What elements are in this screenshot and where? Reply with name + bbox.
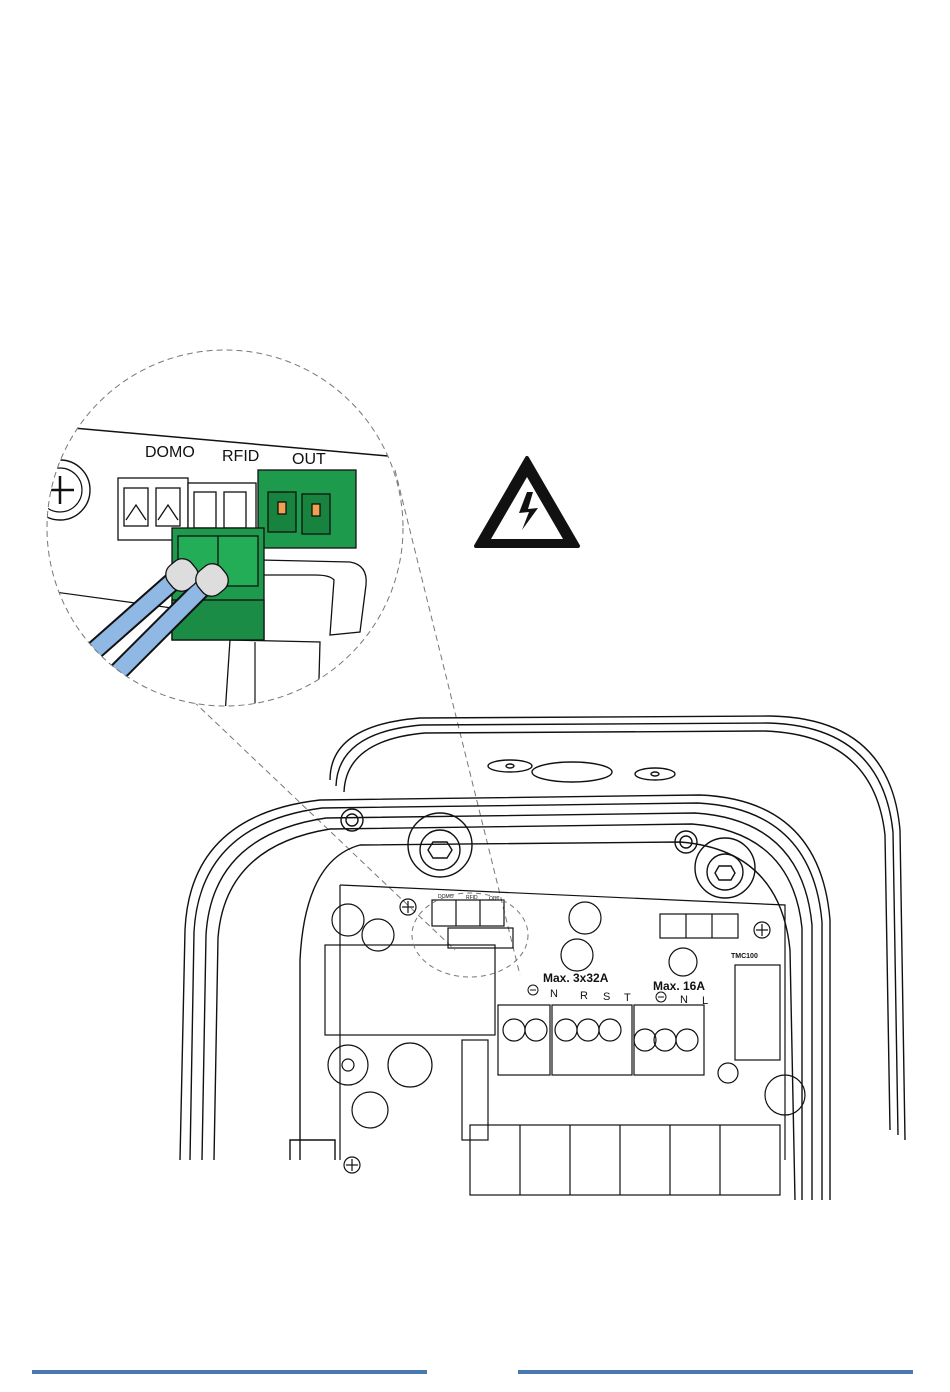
- tmc-label: TMC100: [731, 953, 758, 960]
- ground-symbol-icon: [528, 985, 666, 1002]
- terminal-label-r: R: [580, 990, 588, 1002]
- footer-rule-left: [32, 1370, 427, 1374]
- zoom-label-out: OUT: [292, 451, 326, 468]
- zoom-label-rfid: RFID: [222, 448, 259, 465]
- pcb-screw-icon: [400, 899, 416, 915]
- footer-rule-right: [518, 1370, 913, 1374]
- terminal-label-n1: N: [680, 994, 688, 1006]
- terminal-label-t: T: [624, 992, 631, 1004]
- terminal-label-s: S: [603, 991, 610, 1003]
- zoom-screw-icon: [30, 460, 90, 520]
- pcb-screw-icon: [344, 1157, 360, 1173]
- pcb-screw-icon: [754, 922, 770, 938]
- out-connector: [258, 470, 356, 548]
- charger-housing: [180, 716, 905, 1200]
- pcb-board: [325, 885, 805, 1195]
- zoom-detail: DOMO RFID OUT: [30, 345, 410, 715]
- max-single-phase-label: Max. 16A: [653, 979, 705, 993]
- pcb-highlight-circle: [412, 893, 528, 977]
- electric-hazard-icon: [476, 458, 578, 546]
- max-three-phase-label: Max. 3x32A: [543, 971, 609, 985]
- terminal-label-n3: N: [550, 988, 558, 1000]
- zoom-label-domo: DOMO: [145, 444, 195, 461]
- terminal-label-l: L: [702, 995, 708, 1007]
- small-header-rfid: RFID: [466, 895, 478, 901]
- pcb-labels: Max. 3x32A Max. 16A N R S T N L TMC100 D…: [438, 894, 758, 1007]
- terminal-screws: [503, 1019, 698, 1051]
